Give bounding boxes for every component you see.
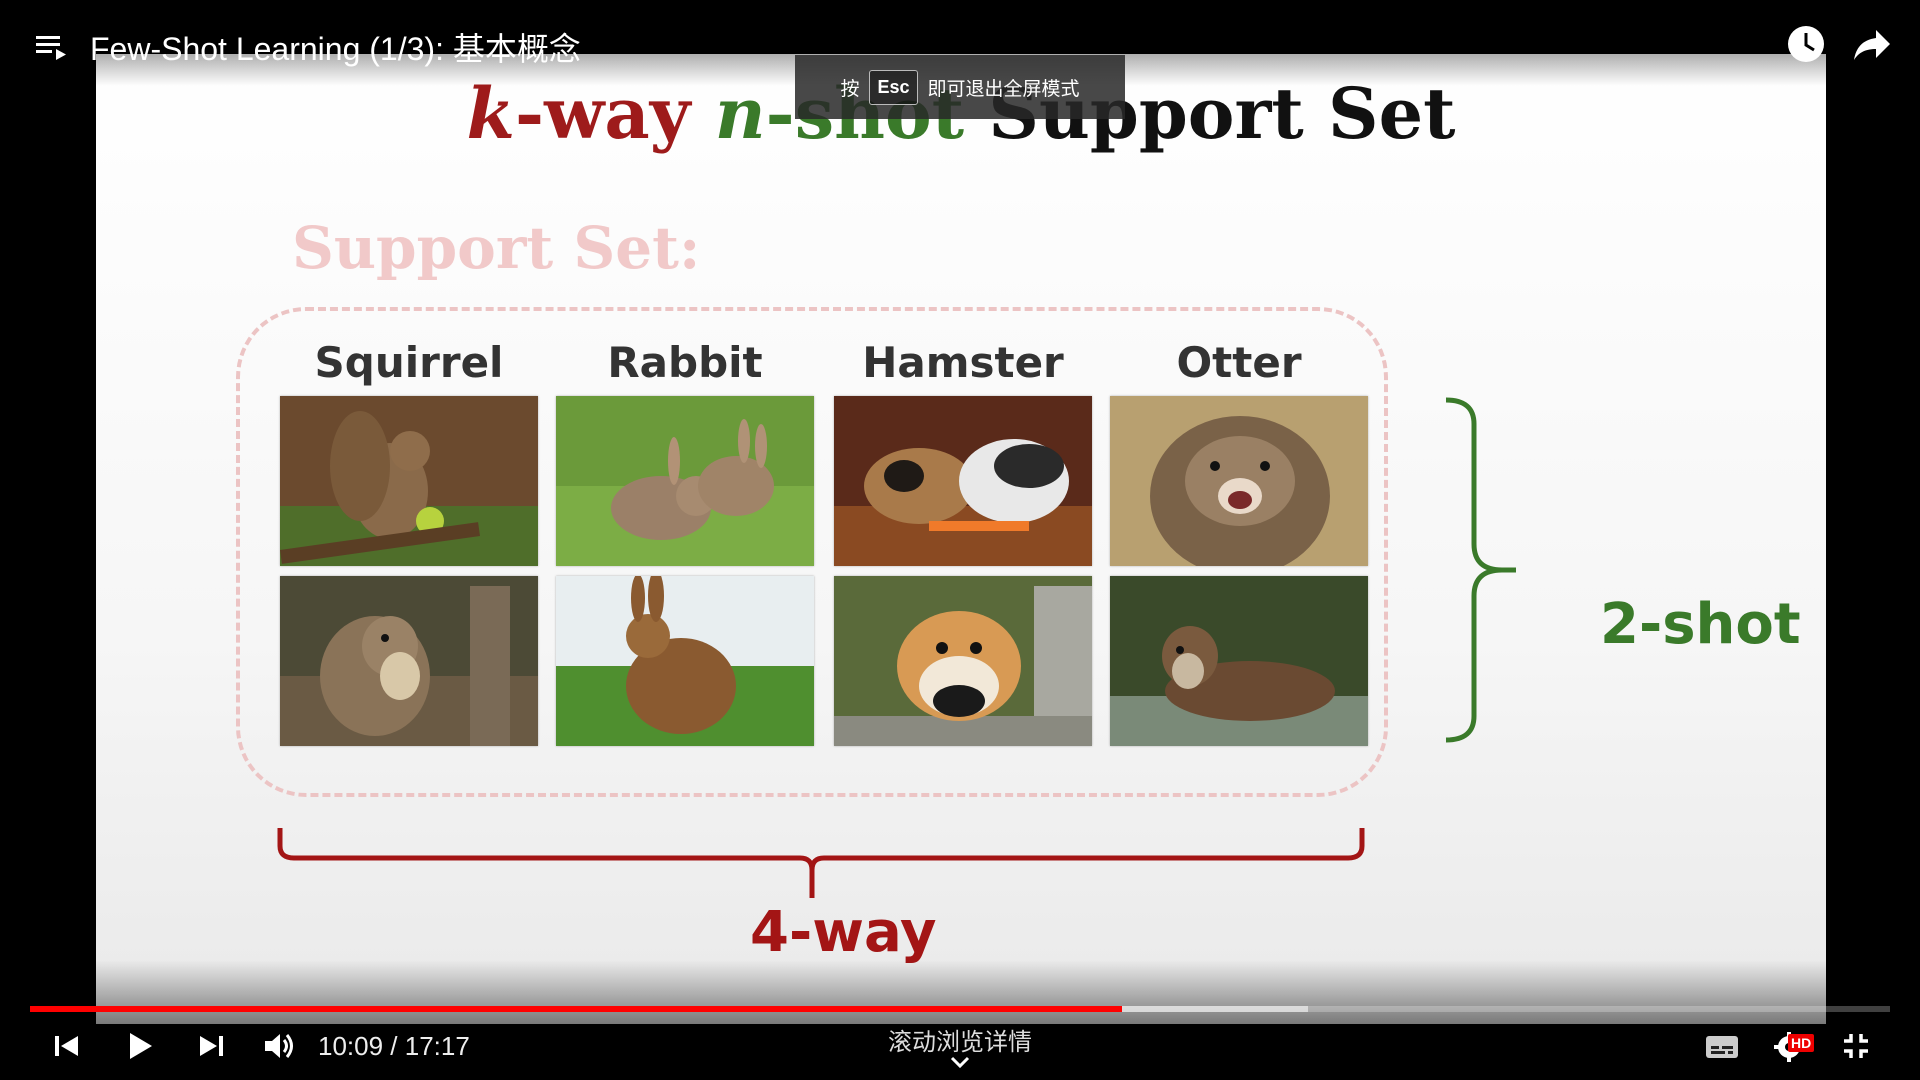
class-label-hamster: Hamster <box>862 338 1064 387</box>
otter-photo-1 <box>1110 396 1368 566</box>
class-label-otter: Otter <box>1176 338 1302 387</box>
support-set-box <box>236 307 1388 797</box>
video-title[interactable]: Few-Shot Learning (1/3): 基本概念 <box>90 31 581 67</box>
way-label: 4-way <box>750 900 937 965</box>
hamster-photo-1 <box>834 396 1092 566</box>
toast-suffix: 即可退出全屏模式 <box>927 78 1080 100</box>
next-icon[interactable] <box>196 1030 226 1062</box>
hd-badge: HD <box>1788 1034 1815 1052</box>
progress-played <box>30 1006 1123 1012</box>
esc-key-badge: Esc <box>869 69 918 105</box>
rabbit-photo-1 <box>556 396 814 566</box>
otter-photo-2 <box>1110 576 1368 746</box>
watch-later-icon[interactable] <box>1786 24 1826 64</box>
class-label-squirrel: Squirrel <box>314 338 504 387</box>
exit-fullscreen-icon[interactable] <box>1840 1030 1872 1062</box>
previous-icon[interactable] <box>52 1030 82 1062</box>
scroll-for-details-hint[interactable]: 滚动浏览详情 <box>888 1029 1032 1056</box>
playlist-icon[interactable] <box>34 30 68 64</box>
way-brace <box>277 828 1365 898</box>
subtitles-icon[interactable] <box>1704 1030 1740 1062</box>
video-frame[interactable]: k-way n-shot Support Set Support Set: Sq… <box>96 54 1826 1024</box>
play-icon[interactable] <box>124 1030 156 1062</box>
toast-prefix: 按 <box>840 78 860 100</box>
bottom-overlay <box>0 960 1920 1080</box>
progress-bar[interactable] <box>30 1006 1890 1012</box>
share-icon[interactable] <box>1852 26 1892 64</box>
fullscreen-exit-toast: 按 Esc 即可退出全屏模式 <box>795 55 1125 119</box>
volume-icon[interactable] <box>262 1030 296 1062</box>
rabbit-photo-2 <box>556 576 814 746</box>
support-set-label: Support Set: <box>292 214 701 282</box>
squirrel-photo-2 <box>280 576 538 746</box>
time-display: 10:09 / 17:17 <box>318 1031 470 1061</box>
squirrel-photo-1 <box>280 396 538 566</box>
shot-brace <box>1445 397 1516 743</box>
hamster-photo-2 <box>834 576 1092 746</box>
class-label-rabbit: Rabbit <box>607 338 763 387</box>
chevron-down-icon[interactable] <box>948 1054 972 1070</box>
shot-label: 2-shot <box>1600 592 1801 657</box>
